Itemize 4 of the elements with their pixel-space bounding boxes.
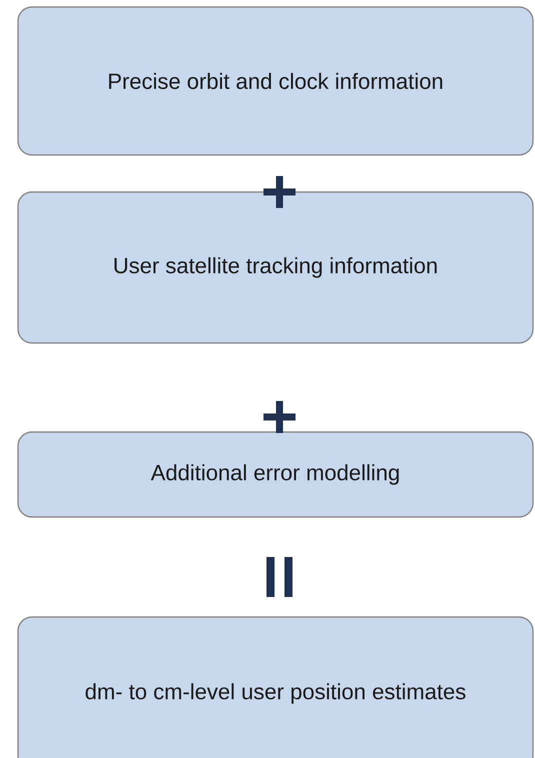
process-box: dm- to cm-level user position estimates (17, 616, 534, 758)
process-box: Additional error modelling (17, 431, 534, 518)
process-box: User satellite tracking information (17, 191, 534, 344)
process-box: Precise orbit and clock information (17, 6, 534, 156)
